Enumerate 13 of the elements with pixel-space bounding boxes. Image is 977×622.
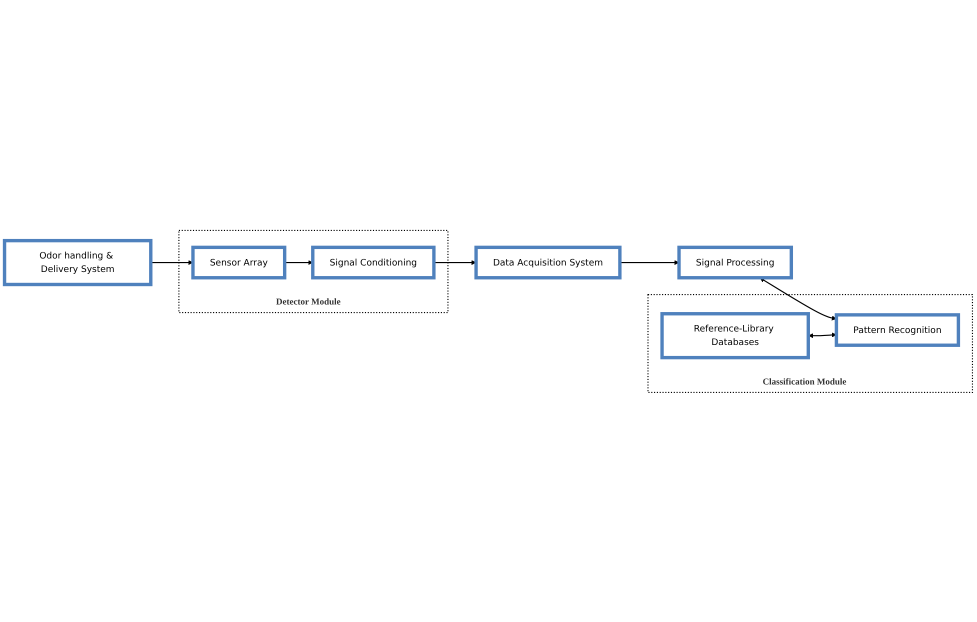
arrow [434,260,476,265]
arrow [284,260,313,265]
arrow [150,260,194,265]
arrow [808,332,837,338]
node-box: Signal Processing [677,245,794,279]
node-box: Odor handling & Delivery System [2,238,152,286]
node-box: Data Acquisition System [474,245,622,279]
node-box: Pattern Recognition [834,312,960,346]
arrow [620,260,680,265]
node-box: Reference-Library Databases [660,312,810,359]
arrow [760,277,837,320]
node-box: Sensor Array [191,245,286,279]
node-box: Signal Conditioning [311,245,436,279]
